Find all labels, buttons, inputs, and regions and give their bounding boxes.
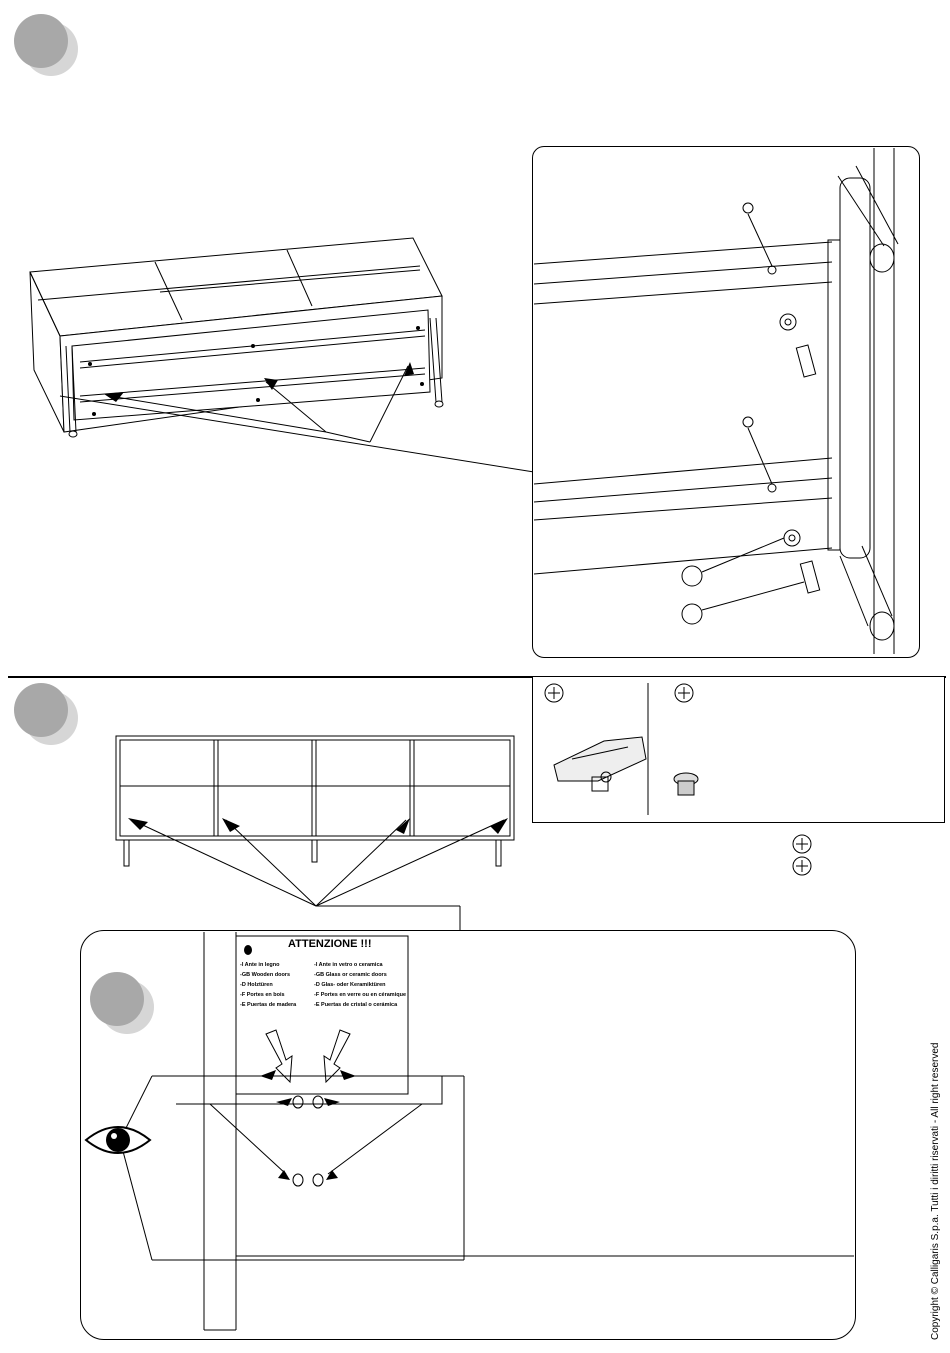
step-1-marker [14, 14, 78, 76]
warning-line: -I Ante in legno [240, 962, 280, 968]
warning-line: -I Ante in vetro o ceramica [314, 962, 383, 968]
warning-line: -F Portes en verre ou en céramique [314, 992, 407, 998]
warning-title: ATTENZIONE !!! [288, 938, 372, 950]
detail-drawing [533, 148, 899, 654]
copyright-notice: Copyright © Calligaris S.p.a. Tutti i di… [930, 1042, 941, 1340]
warning-line: -F Portes en bois [240, 992, 285, 998]
warning-line: -D Glas- oder Keramiktüren [314, 982, 386, 988]
section-divider [8, 676, 946, 678]
step-2-marker [14, 683, 78, 745]
cabinet-back-view-drawing [29, 237, 535, 473]
adjustment-panel [80, 930, 856, 1340]
eye-icon [84, 1126, 152, 1154]
warning-line: -GB Wooden doors [240, 972, 291, 978]
hardware-drawing [544, 683, 699, 815]
adjustment-drawing [84, 932, 854, 1331]
warning-line: -GB Glass or ceramic doors [314, 972, 387, 978]
cabinet-front-view-drawing [115, 735, 515, 930]
detail-panel [532, 146, 920, 658]
warning-line: -E Puertas de madera [240, 1002, 297, 1008]
step-3-marker [90, 972, 154, 1034]
screwdriver-icon [792, 834, 812, 876]
warning-line: -D Holztüren [240, 982, 273, 988]
warning-line: -E Puertas de cristal o cerámica [314, 1002, 398, 1008]
